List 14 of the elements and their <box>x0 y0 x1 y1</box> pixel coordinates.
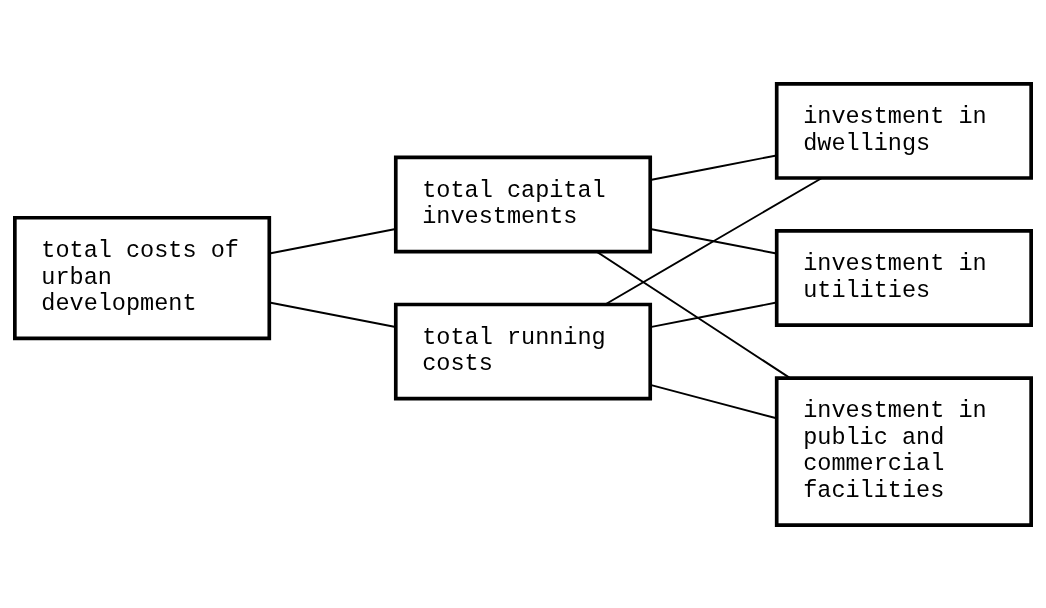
node-box: investment in public and commercial facilities <box>774 375 1033 527</box>
connector <box>649 301 778 328</box>
connector <box>595 250 791 379</box>
node-box: investment in utilities <box>774 228 1033 327</box>
connector <box>268 301 397 328</box>
connector <box>268 227 397 254</box>
connector <box>649 383 778 419</box>
node-box: total running costs <box>393 302 653 400</box>
connector <box>649 227 778 254</box>
node-box: total costs of urban development <box>13 215 272 340</box>
node-box: investment in dwellings <box>774 81 1033 180</box>
connector <box>604 176 823 305</box>
node-box: total capital investments <box>393 155 653 253</box>
connector <box>649 154 778 181</box>
